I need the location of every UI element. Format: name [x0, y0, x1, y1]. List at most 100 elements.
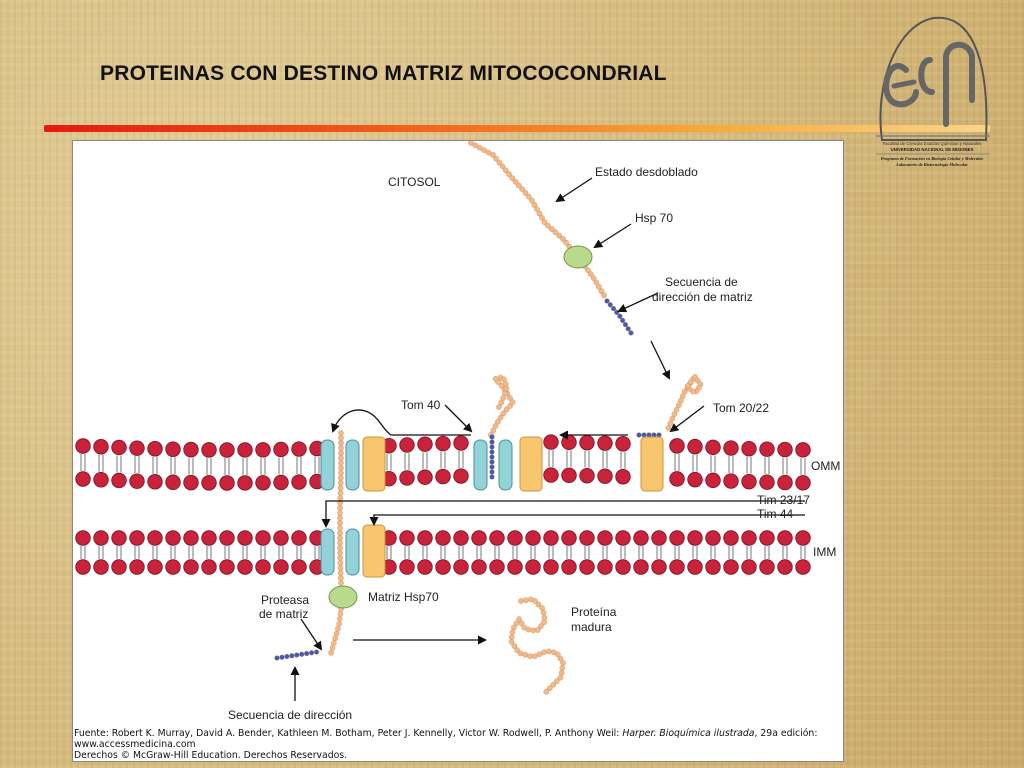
lipid-head — [237, 559, 253, 575]
lipid-head — [255, 475, 271, 491]
lipid-head — [273, 474, 289, 491]
lipid-head — [507, 530, 523, 546]
lipid-head — [165, 474, 181, 490]
lipid-head — [273, 441, 289, 458]
lipid-head — [417, 530, 433, 546]
lipid-head — [615, 530, 631, 546]
label-mature-line2: madura — [571, 620, 612, 634]
lipid-head — [255, 442, 271, 458]
label-tom2022: Tom 20/22 — [713, 401, 769, 415]
title-underline-bar — [44, 125, 990, 132]
lipid-head — [561, 434, 577, 451]
lipid-head — [129, 559, 145, 575]
logo-program: Programa de Formación en Biología Celula… — [881, 156, 984, 161]
tim-complex — [320, 524, 386, 578]
lipid-head — [129, 473, 145, 489]
lipid-head — [183, 530, 199, 546]
lipid-head — [435, 559, 451, 575]
inner-membrane-bilayer — [75, 530, 811, 575]
lipid-head — [669, 530, 685, 546]
arrow-tim2317 — [321, 500, 805, 528]
arrow-to-tom2022 — [650, 340, 670, 380]
label-mature-line1: Proteína — [571, 605, 617, 619]
lipid-head — [579, 467, 595, 484]
lipid-head — [489, 530, 505, 546]
lipid-head — [93, 472, 109, 488]
logo-university: UNIVERSIDAD NACIONAL DE MISIONES — [891, 147, 974, 152]
signal-at-tom2022 — [636, 432, 662, 438]
label-omm: OMM — [811, 459, 840, 473]
hsp70-chaperone — [563, 245, 593, 269]
lipid-head — [687, 530, 703, 546]
lipid-head — [471, 530, 487, 546]
lipid-head — [201, 442, 217, 458]
lipid-head — [453, 468, 469, 484]
lipid-head — [561, 559, 577, 575]
precursor-chain-cytosol — [468, 141, 607, 299]
label-citosol: CITOSOL — [388, 175, 441, 189]
lipid-head — [417, 436, 433, 452]
lipid-head — [741, 473, 757, 490]
lipid-head — [111, 472, 127, 489]
lipid-head — [255, 530, 271, 546]
mature-protein — [508, 596, 566, 695]
lipid-head — [615, 559, 631, 575]
lipid-head — [597, 468, 613, 484]
lipid-head — [291, 530, 307, 546]
lipid-head — [687, 559, 703, 575]
lipid-head — [219, 475, 235, 491]
lipid-head — [543, 434, 559, 450]
outer-membrane-bilayer — [75, 434, 811, 491]
lipid-head — [147, 559, 163, 575]
lipid-head — [561, 467, 577, 484]
lipid-head — [777, 474, 793, 491]
lipid-head — [291, 559, 307, 575]
label-imm: IMM — [813, 545, 836, 559]
arrow-tom40 — [444, 404, 473, 433]
lipid-head — [579, 559, 595, 575]
lipid-head — [525, 530, 541, 546]
lipid-head — [399, 437, 415, 453]
lipid-head — [615, 436, 631, 452]
tim2317-channel — [345, 528, 360, 576]
lipid-head — [219, 530, 235, 546]
source-line: Fuente: Robert K. Murray, David A. Bende… — [74, 728, 818, 739]
logo-lab: Laboratorio de Biotecnología Molecular — [895, 162, 968, 167]
lipid-head — [93, 559, 109, 575]
figure-panel: CITOSOL Estado desdoblado Hsp 70 Secuenc… — [72, 140, 844, 762]
lipid-head — [75, 438, 91, 454]
lipid-head — [435, 530, 451, 546]
label-matrix-seq-line2: dirección de matriz — [652, 290, 753, 304]
lipid-head — [237, 475, 253, 491]
tom40-channel — [345, 439, 360, 491]
lipid-head — [147, 530, 163, 546]
precursor-in-matrix — [328, 606, 344, 656]
lipid-head — [741, 440, 757, 457]
lipid-head — [147, 474, 163, 490]
lipid-head — [759, 441, 775, 457]
lipid-head — [579, 530, 595, 546]
lipid-head — [471, 559, 487, 575]
lipid-head — [201, 530, 217, 546]
tom-receptor — [362, 436, 386, 492]
lipid-head — [777, 441, 793, 458]
arrow-unfolded — [555, 177, 593, 203]
label-protease-line2: de matriz — [259, 607, 308, 621]
tim44-protein — [362, 524, 386, 578]
lipid-head — [597, 530, 613, 546]
lipid-head — [795, 559, 811, 575]
lipid-head — [705, 530, 721, 546]
lipid-head — [183, 441, 199, 458]
matrix-hsp70-chaperone — [328, 585, 358, 609]
tom40-complex-left — [320, 436, 386, 492]
lipid-head — [237, 442, 253, 458]
lipid-head — [669, 559, 685, 575]
lipid-head — [543, 530, 559, 546]
lipid-head — [795, 442, 811, 458]
lipid-head — [705, 439, 721, 456]
tom40-channel — [473, 439, 488, 491]
lipid-head — [399, 470, 415, 486]
lipid-head — [651, 530, 667, 546]
lipid-head — [669, 438, 685, 454]
lipid-head — [453, 530, 469, 546]
